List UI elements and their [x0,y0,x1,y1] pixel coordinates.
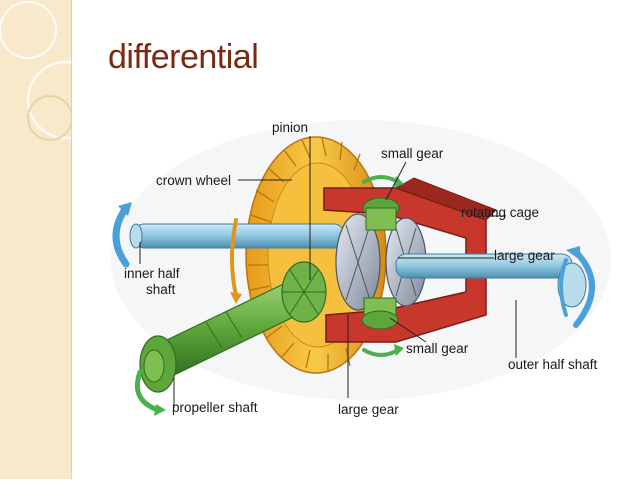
label-inner-half-shaft-line2: shaft [146,282,176,297]
label-rotating-cage: rotating cage [461,205,540,220]
leader-lines [139,136,517,408]
small-gear-bottom-arrow [362,344,404,357]
label-large-gear-right: large gear [494,248,555,263]
slide-title: differential [108,38,259,76]
label-small-gear-top: small gear [381,146,444,161]
label-crown-wheel: crown wheel [156,173,232,188]
inner-half-shaft [129,223,345,249]
outer-shaft-rotation-arrow [559,246,595,328]
crown-wheel-arrow [230,218,242,304]
label-small-gear-bottom: small gear [406,341,469,356]
label-large-gear-bottom: large gear [338,402,399,417]
differential-diagram [111,120,611,416]
label-pinion: pinion [272,120,309,135]
propeller-rotation-arrow [134,369,166,416]
label-inner-half-shaft-line1: inner half [124,266,180,281]
label-outer-half-shaft: outer half shaft [508,357,598,372]
decorative-side-panel [0,0,106,479]
small-gear-bottom [361,297,399,330]
inner-shaft-rotation-arrow [112,202,132,268]
propeller-shaft [139,277,317,393]
pinion-gear [281,261,327,323]
decorative-rings [0,1,106,141]
small-gear-top [362,197,400,231]
label-propeller-shaft: propeller shaft [172,400,258,415]
outer-half-shaft [395,253,587,308]
